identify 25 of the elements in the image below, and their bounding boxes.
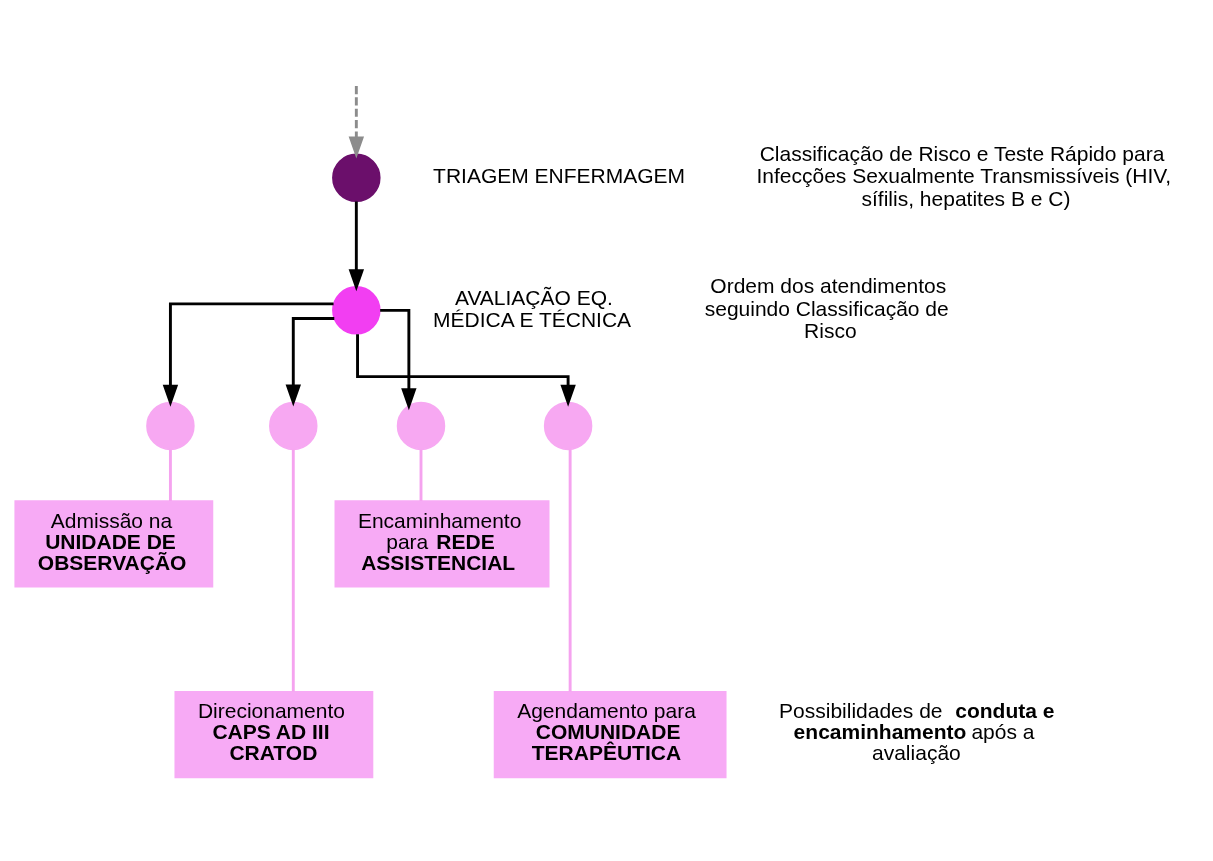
connector — [568, 449, 572, 692]
node-box: Agendamento para COMUNIDADE TERAPÊUTICA — [493, 690, 727, 778]
node-box: Encaminhamento para REDE ASSISTENCIAL — [334, 499, 550, 588]
label: Ordem dos atendimentos seguindo Classificação de Risco — [704, 273, 949, 342]
label: Classificação de Risco e Teste Rápido para Infecções Sexualmente Transmissíveis (HIV, sífilis, hepatites B e C) — [756, 141, 1172, 210]
connector — [168, 449, 172, 501]
node-circle — [332, 153, 381, 202]
arrow — [348, 85, 365, 159]
arrow — [285, 316, 335, 406]
arrow — [162, 301, 334, 407]
arrow — [356, 333, 576, 407]
node-circle — [543, 401, 593, 450]
node-circle — [146, 401, 195, 450]
node-circle — [269, 401, 318, 450]
arrow — [380, 308, 417, 410]
connector — [291, 449, 295, 692]
label: Possibilidades de conduta e encaminhamento após a avaliação — [779, 698, 1055, 764]
arrow — [348, 201, 365, 291]
node-circle — [396, 401, 446, 450]
node-label: AVALIAÇÃO EQ. MÉDICA E TÉCNICA — [433, 285, 632, 331]
node-label: TRIAGEM ENFERMAGEM — [433, 163, 686, 187]
node-box: Admissão na UNIDADE DE OBSERVAÇÃO — [14, 499, 214, 588]
connector — [419, 449, 423, 501]
node-box: Direcionamento CAPS AD III CRATOD — [174, 690, 374, 778]
node-circle — [332, 285, 381, 335]
